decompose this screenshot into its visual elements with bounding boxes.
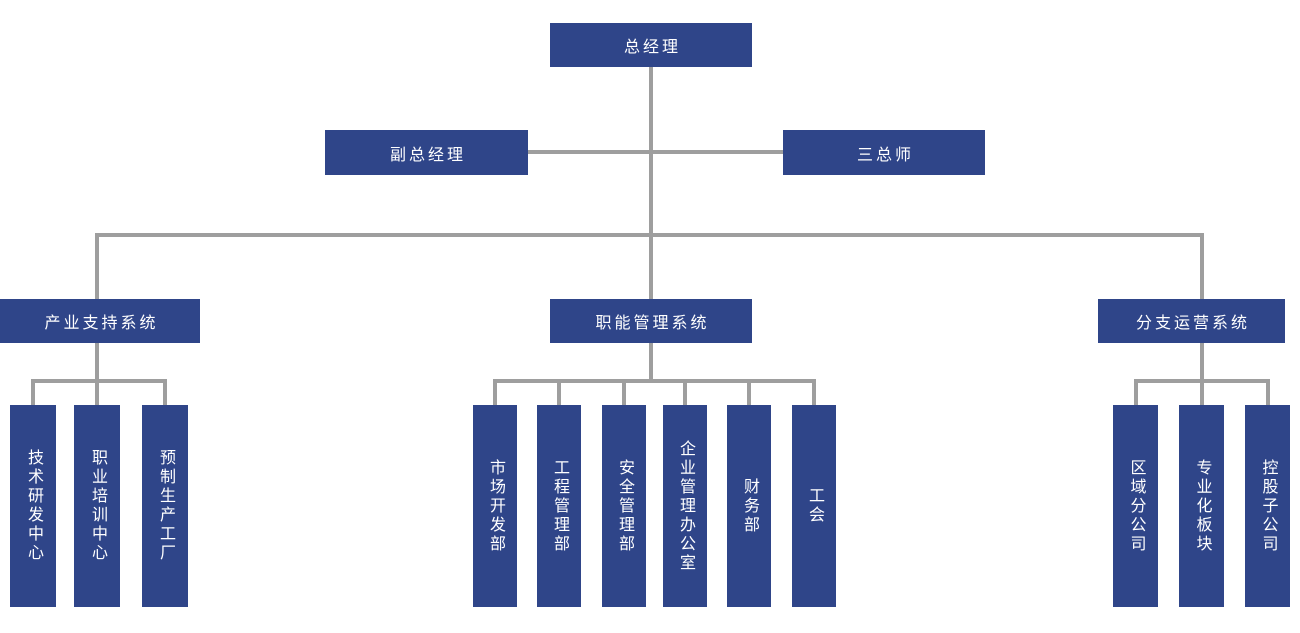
connector-child-drop	[747, 379, 751, 405]
connector-child-drop	[1200, 379, 1204, 405]
connector-child-drop	[622, 379, 626, 405]
connector-drop-right-group	[1200, 233, 1204, 299]
org-node-label: 市场开发部	[487, 458, 504, 554]
org-node-label: 安全管理部	[616, 458, 633, 554]
connector-group0-children-horizontal	[31, 379, 167, 383]
connector-group1-children-horizontal	[493, 379, 816, 383]
connector-child-drop	[683, 379, 687, 405]
connector-child-drop	[1266, 379, 1270, 405]
org-node-dept-regional-branch: 区域分公司	[1113, 405, 1158, 607]
connector-child-drop	[1134, 379, 1138, 405]
connector-child-drop	[163, 379, 167, 405]
org-node-label: 副总经理	[389, 146, 466, 164]
connector-distributor-horizontal	[95, 233, 1204, 237]
org-node-label: 总经理	[623, 39, 681, 56]
org-node-dept-engineering-management: 工程管理部	[537, 405, 581, 607]
org-node-label: 财务部	[741, 477, 758, 535]
org-node-dept-finance: 财务部	[727, 405, 771, 607]
org-node-label: 工程管理部	[551, 458, 568, 554]
org-node-general-manager: 总经理	[550, 23, 752, 67]
connector-child-drop	[493, 379, 497, 405]
org-node-dept-enterprise-management-office: 企业管理办公室	[663, 405, 707, 607]
connector-child-drop	[557, 379, 561, 405]
org-node-dept-tech-rd-center: 技术研发中心	[10, 405, 56, 607]
connector-level2-horizontal	[528, 150, 783, 154]
org-node-dept-labor-union: 工会	[792, 405, 836, 607]
org-node-label: 预制生产工厂	[157, 449, 174, 563]
org-node-dept-specialized-sector: 专业化板块	[1179, 405, 1224, 607]
org-node-dept-prefab-production-factory: 预制生产工厂	[142, 405, 188, 607]
org-node-dept-vocational-training-center: 职业培训中心	[74, 405, 120, 607]
org-node-label: 分支运营系统	[1135, 315, 1250, 332]
org-node-label: 技术研发中心	[25, 449, 42, 563]
org-node-group-industry-support: 产业支持系统	[0, 299, 200, 343]
org-node-label: 职能管理系统	[595, 315, 710, 332]
org-node-label: 企业管理办公室	[677, 439, 694, 573]
connector-drop-left-group	[95, 233, 99, 299]
connector-group2-stub	[1200, 343, 1204, 383]
org-node-dept-safety-management: 安全管理部	[602, 405, 646, 607]
connector-group1-stub	[649, 343, 653, 383]
connector-child-drop	[31, 379, 35, 405]
org-node-group-functional-management: 职能管理系统	[550, 299, 752, 343]
connector-group0-stub	[95, 343, 99, 383]
connector-root-vertical	[649, 67, 653, 299]
connector-child-drop	[812, 379, 816, 405]
org-node-label: 控股子公司	[1259, 458, 1277, 554]
connector-child-drop	[95, 379, 99, 405]
org-node-label: 产业支持系统	[44, 315, 159, 332]
org-node-label: 职业培训中心	[89, 449, 106, 563]
org-node-group-branch-operations: 分支运营系统	[1098, 299, 1285, 343]
org-node-label: 专业化板块	[1193, 458, 1211, 554]
org-node-deputy-general-manager: 副总经理	[325, 130, 528, 175]
org-node-dept-holding-subsidiary: 控股子公司	[1245, 405, 1290, 607]
org-node-dept-market-development: 市场开发部	[473, 405, 517, 607]
org-node-label: 三总师	[856, 146, 914, 164]
org-node-label: 工会	[806, 487, 823, 525]
org-node-three-chief-engineers: 三总师	[783, 130, 985, 175]
org-node-label: 区域分公司	[1127, 458, 1145, 554]
